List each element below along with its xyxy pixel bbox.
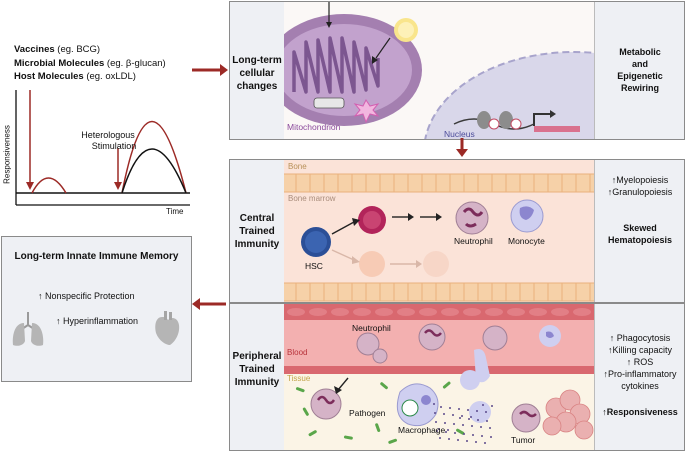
tumor-label: Tumor [511, 435, 536, 445]
nucleus-label: Nucleus [444, 129, 475, 139]
pathogen-label: Pathogen [349, 408, 386, 418]
neutrophil-label-blood: Neutrophil [352, 323, 391, 333]
stimuli-list: Vaccines (eg. BCG) Microbial Molecules (… [14, 43, 166, 84]
memory-box: Long-term Innate Immune Memory ↑ Nonspec… [1, 236, 192, 382]
bone-marrow-label: Bone marrow [288, 194, 336, 203]
neutrophil-label: Neutrophil [454, 236, 493, 246]
stimuli-arrow [192, 64, 228, 76]
memory-title: Long-term Innate Immune Memory [14, 251, 179, 262]
blood-tissue-illustration [284, 304, 594, 444]
cell-area: Mitochondrion Nucleus [284, 2, 594, 139]
memory-item-protection: ↑ Nonspecific Protection [38, 291, 135, 301]
top-to-central-arrow [456, 138, 468, 157]
heterologous-annotation: Heterologous Stimulation [81, 130, 137, 151]
stimulus-microbial: Microbial Molecules (eg. β-glucan) [14, 57, 166, 69]
lungs-icon [12, 312, 44, 346]
bone-label: Bone [288, 162, 307, 171]
blood-label: Blood [287, 348, 308, 357]
monocyte-label: Monocyte [508, 236, 545, 246]
stimulus-vaccines: Vaccines (eg. BCG) [14, 44, 101, 55]
cellular-changes-right: Metabolic and Epigenetic Rewiring [594, 2, 684, 139]
memory-item-hyperinflammation: ↑ Hyperinflammation [56, 316, 139, 326]
memory-arrow [192, 298, 226, 310]
central-immunity-label: Central Trained Immunity [234, 213, 280, 250]
mitochondrion-label: Mitochondrion [287, 122, 341, 132]
cellular-changes-label: Long-term cellular changes [232, 55, 282, 92]
tissue-label: Tissue [287, 374, 311, 383]
cellular-changes-panel: Long-term cellular changes [229, 1, 685, 140]
blood-tissue-area: Neutrophil Blood Tissue Pathogen Macroph… [284, 304, 594, 450]
tumor-icon [542, 389, 594, 440]
nucleosome-icon [477, 111, 522, 130]
y-axis-label: Responsiveness [2, 125, 12, 184]
cell-illustration [284, 2, 594, 139]
peripheral-immunity-label: Peripheral Trained Immunity [232, 351, 282, 388]
stimulus-host: Host Molecules (eg. oxLDL) [14, 71, 136, 82]
central-immunity-right: ↑Myelopoiesis ↑Granulopoiesis Skewed Hem… [594, 160, 684, 302]
peripheral-immunity-panel: Peripheral Trained Immunity [229, 303, 685, 451]
macrophage-label: Macrophage [398, 425, 446, 435]
bone-marrow-illustration [284, 173, 594, 302]
peripheral-immunity-right: ↑ Phagocytosis ↑Killing capacity ↑ ROS ↑… [594, 304, 684, 450]
heart-icon [155, 311, 180, 345]
central-immunity-panel: Central Trained Immunity [229, 159, 685, 303]
x-axis-label: Time [166, 207, 184, 216]
bone-marrow-area: Bone Bone marrow HSC Neutrophil Monocyte [284, 160, 594, 302]
response-graph [15, 90, 190, 206]
hsc-label: HSC [305, 261, 323, 271]
